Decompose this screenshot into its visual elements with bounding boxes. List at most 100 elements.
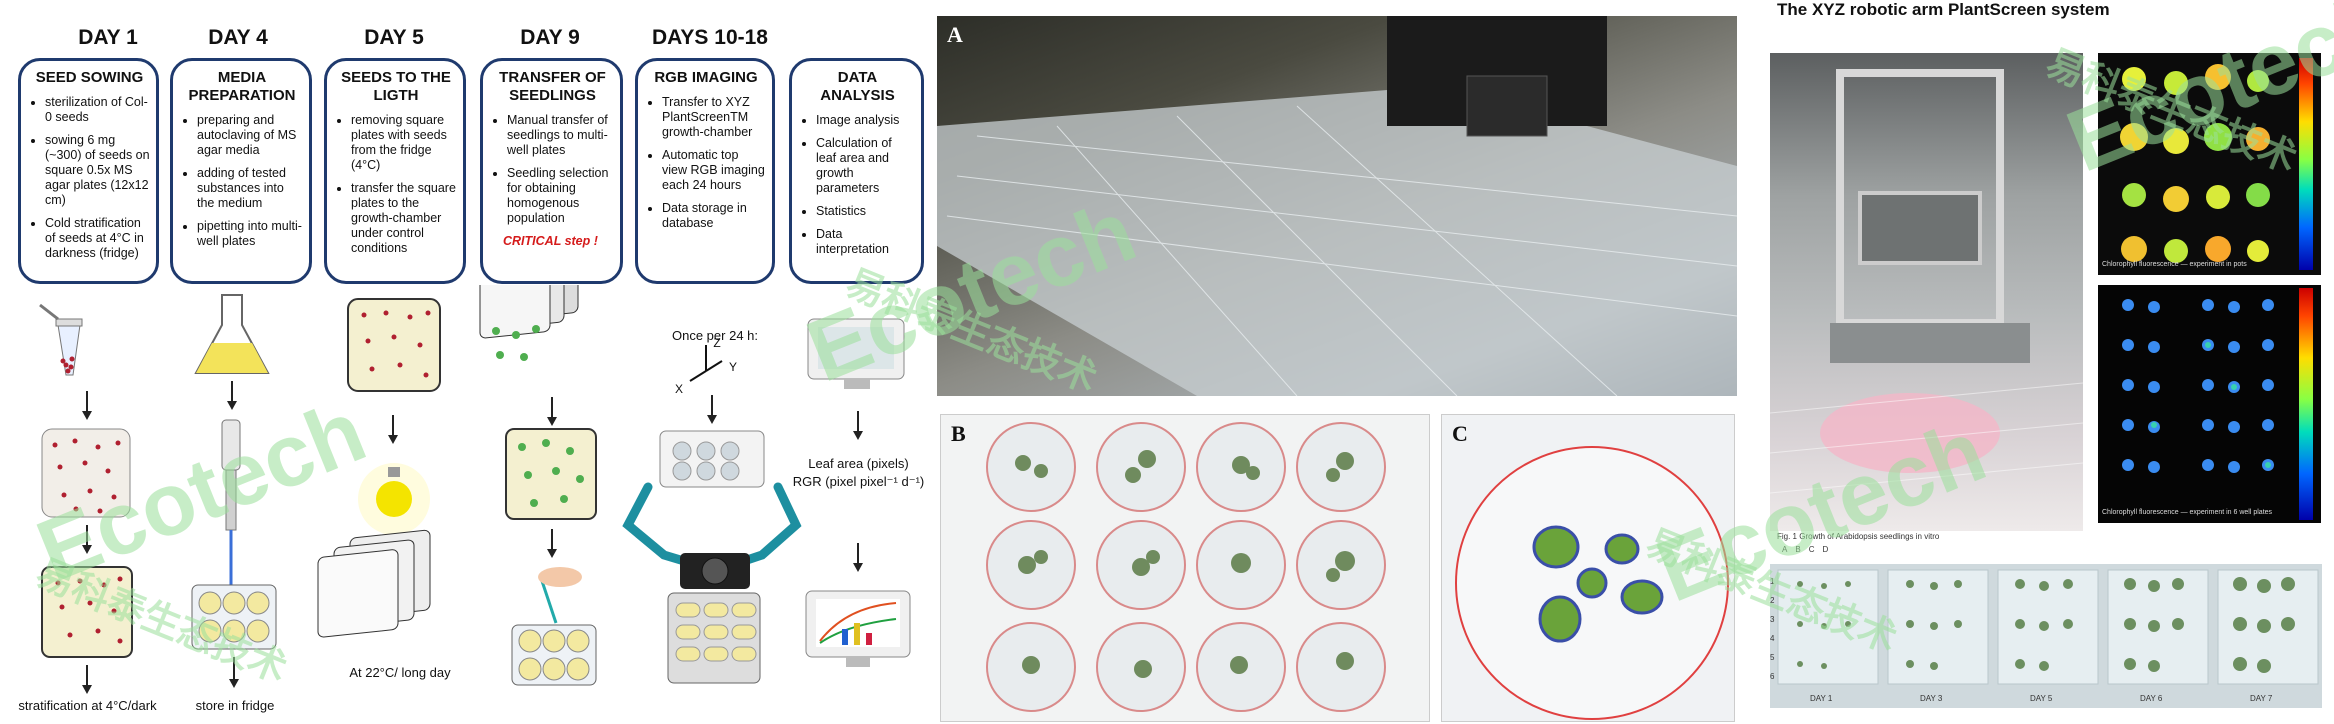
step-item: Data storage in database [662,201,766,231]
fluorescence-pots-image: Chlorophyll fluorescence — experiment in… [2098,53,2321,275]
step-item: removing square plates with seeds from t… [351,113,457,173]
workflow-illustrations [39,285,911,694]
row-label-1: 1 [1770,577,1775,586]
growth-figure: DAY 1 DAY 3 DAY 5 DAY 6 DAY 7 [1770,564,2322,708]
square-plate-icon [41,428,131,518]
step-title: MEDIA PREPARATION [188,69,296,104]
seed-tube-icon [39,303,83,376]
step-item: transfer the square plates to the growth… [351,181,457,256]
tweezers-hand-icon [538,567,582,624]
step-item: Manual transfer of seedlings to multi-we… [507,113,614,158]
step-title: SEED SOWING [35,69,144,86]
step-item: preparing and autoclaving of MS agar med… [197,113,303,158]
step-item: adding of tested substances into the med… [197,166,303,211]
col-label-c: C [1808,545,1815,554]
growth-day-7: DAY 7 [2250,694,2273,703]
step-item: Cold stratification of seeds at 4°C in d… [45,216,150,261]
flask-icon [194,294,270,374]
photo-a-label: A [947,22,963,47]
multiwell-plates-array [937,16,1737,396]
photo-b-label: B [951,421,966,446]
step-item: Seedling selection for obtaining homogen… [507,166,614,226]
fluorescence-wellplate-plants [2122,299,2274,473]
step-title: TRANSFER OF SEEDLINGS [499,69,606,104]
step-title: DATA ANALYSIS [820,69,895,104]
fluorescence-pots-caption: Chlorophyll fluorescence — experiment in… [2102,261,2247,268]
fridge-plate-icon [41,566,133,658]
growth-plates [1777,569,2319,685]
imaging-frequency-caption: Once per 24 h: [672,328,758,343]
step-data-analysis: DATA ANALYSIS Image analysis Calculation… [789,58,924,284]
well-plate-stack-icon [667,592,761,684]
step-title: SEEDS TO THE LIGTH [341,69,451,104]
step-item: Transfer to XYZ PlantScreenTM growth-cha… [662,95,766,140]
critical-step-note: CRITICAL step ! [503,234,598,248]
row-label-3: 3 [1770,615,1775,624]
photo-a-growth-chamber: A [937,16,1737,396]
growth-figure-caption: Fig. 1 Growth of Arabidopsis seedlings i… [1777,532,1940,541]
leaf-area-caption: Leaf area (pixels) [808,456,909,471]
axis-x-label: X [674,382,683,396]
step-item: Automatic top view RGB imaging each 24 h… [662,148,766,193]
camera-icon [680,553,750,589]
col-label-d: D [1822,545,1829,554]
row-label-4: 4 [1770,634,1775,643]
fridge-caption: store in fridge [195,698,275,713]
axis-z-label: Z [713,336,721,350]
photo-c-seedling-closeup: C [1441,414,1735,722]
seed-plate-icon [347,298,441,392]
step-rgb-imaging: RGB IMAGING Transfer to XYZ PlantScreenT… [635,58,775,284]
step-title: RGB IMAGING [654,69,758,86]
seedling-segmentation [1455,446,1729,720]
growth-column-labels: A B C D [1782,545,1852,554]
photo-c-label: C [1452,421,1468,446]
stratification-caption: stratification at 4°C/dark [18,698,157,713]
step-item: sterilization of Col-0 seeds [45,95,150,125]
monitor-plant-icon [807,318,905,389]
robotic-arm-icon [622,482,802,566]
well-plate-seedlings [986,422,1386,712]
col-label-b: B [1795,545,1801,554]
step-seeds-to-light: SEEDS TO THE LIGTH removing square plate… [324,58,466,284]
days-10-18-label: DAYS 10-18 [652,26,768,49]
colorbar-bottom [2299,288,2313,520]
well-plate-icon [191,584,277,650]
xyz-axes-icon [689,345,723,382]
fluorescence-wellplates-caption: Chlorophyll fluorescence — experiment in… [2102,509,2273,516]
step-item: Data interpretation [816,227,915,257]
seedling-square-plate-icon [505,428,597,520]
step-item: Calculation of leaf area and growth para… [816,136,915,196]
fluorescence-wellplates-image: Chlorophyll fluorescence — experiment in… [2098,285,2321,523]
step-seed-sowing: SEED SOWING sterilization of Col-0 seeds… [18,58,159,284]
growth-conditions-caption: At 22°C/ long day [349,665,451,680]
step-media-preparation: MEDIA PREPARATION preparing and autoclav… [170,58,312,284]
row-label-6: 6 [1770,672,1775,681]
imaging-plate-icon [659,430,765,488]
step-item: pipetting into multi-well plates [197,219,303,249]
growth-day-5: DAY 5 [2030,694,2053,703]
plate-stack-icon [317,529,431,638]
step-item: sowing 6 mg (~300) of seeds on square 0.… [45,133,150,208]
step-item: Statistics [816,204,915,219]
robot-frame [1770,69,2083,494]
row-label-2: 2 [1770,596,1775,605]
growth-row-labels: 1 2 3 4 5 6 [1770,572,1780,686]
col-label-a: A [1782,545,1788,554]
system-title: The XYZ robotic arm PlantScreen system [1777,0,2110,19]
seedling-well-plate-icon [511,624,597,686]
row-label-5: 5 [1770,653,1775,662]
step-item: Image analysis [816,113,915,128]
growth-day-1: DAY 1 [1810,694,1833,703]
day-9-label: DAY 9 [520,26,580,49]
day-4-label: DAY 4 [208,26,268,49]
axis-y-label: Y [728,360,737,374]
rgr-caption: RGR (pixel pixel⁻¹ d⁻¹) [792,474,925,489]
growth-day-3: DAY 3 [1920,694,1943,703]
workflow-diagram: DAY 1 DAY 4 DAY 5 DAY 9 DAYS 10-18 SEED … [0,0,925,724]
step-transfer-seedlings: TRANSFER OF SEEDLINGS Manual transfer of… [480,58,623,284]
light-bulb-icon [358,463,430,535]
colorbar-top [2299,58,2313,270]
growth-day-6: DAY 6 [2140,694,2163,703]
day-5-label: DAY 5 [364,26,424,49]
seedling-plates-icon [479,285,579,361]
